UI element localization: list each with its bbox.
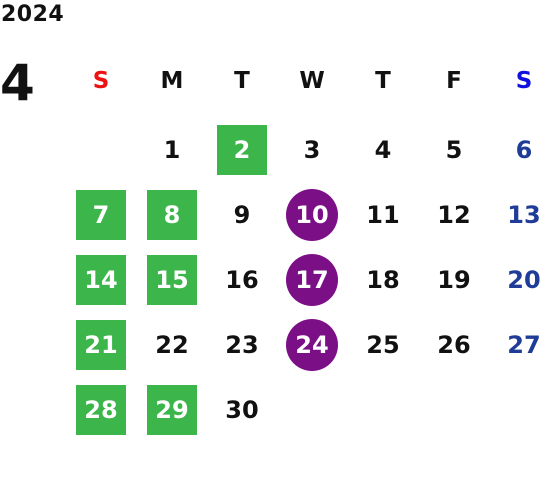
calendar-day-16[interactable]: 16 bbox=[225, 266, 259, 294]
calendar-day-20[interactable]: 20 bbox=[507, 266, 541, 294]
calendar-day-14[interactable]: 14 bbox=[76, 255, 126, 305]
calendar-day-1[interactable]: 1 bbox=[163, 136, 181, 164]
weekday-header-sun: S bbox=[92, 68, 110, 94]
calendar-day-24[interactable]: 24 bbox=[286, 319, 338, 371]
calendar-day-18[interactable]: 18 bbox=[366, 266, 400, 294]
calendar-day-30[interactable]: 30 bbox=[225, 396, 259, 424]
calendar-day-10[interactable]: 10 bbox=[286, 189, 338, 241]
calendar-day-7[interactable]: 7 bbox=[76, 190, 126, 240]
weekday-header-wed: W bbox=[299, 68, 325, 94]
calendar-day-5[interactable]: 5 bbox=[445, 136, 463, 164]
calendar-day-6[interactable]: 6 bbox=[515, 136, 533, 164]
calendar-day-9[interactable]: 9 bbox=[233, 201, 251, 229]
calendar-day-21[interactable]: 21 bbox=[76, 320, 126, 370]
weekday-header-sat: S bbox=[515, 68, 533, 94]
calendar-day-28[interactable]: 28 bbox=[76, 385, 126, 435]
calendar-day-27[interactable]: 27 bbox=[507, 331, 541, 359]
calendar-day-25[interactable]: 25 bbox=[366, 331, 400, 359]
calendar-day-19[interactable]: 19 bbox=[437, 266, 471, 294]
calendar-month: 4 bbox=[0, 54, 35, 112]
weekday-header-fri: F bbox=[446, 68, 462, 94]
calendar-day-13[interactable]: 13 bbox=[507, 201, 541, 229]
calendar-day-17[interactable]: 17 bbox=[286, 254, 338, 306]
weekday-header-tue: T bbox=[234, 68, 250, 94]
calendar-day-4[interactable]: 4 bbox=[374, 136, 392, 164]
calendar-day-3[interactable]: 3 bbox=[303, 136, 321, 164]
calendar-day-15[interactable]: 15 bbox=[147, 255, 197, 305]
calendar-day-22[interactable]: 22 bbox=[155, 331, 189, 359]
weekday-header-mon: M bbox=[160, 68, 184, 94]
weekday-header-thu: T bbox=[375, 68, 391, 94]
calendar-year: 2024 bbox=[1, 2, 65, 27]
calendar-day-26[interactable]: 26 bbox=[437, 331, 471, 359]
calendar-day-12[interactable]: 12 bbox=[437, 201, 471, 229]
calendar-day-23[interactable]: 23 bbox=[225, 331, 259, 359]
calendar-day-11[interactable]: 11 bbox=[366, 201, 400, 229]
calendar-day-2[interactable]: 2 bbox=[217, 125, 267, 175]
calendar-day-29[interactable]: 29 bbox=[147, 385, 197, 435]
calendar-day-8[interactable]: 8 bbox=[147, 190, 197, 240]
